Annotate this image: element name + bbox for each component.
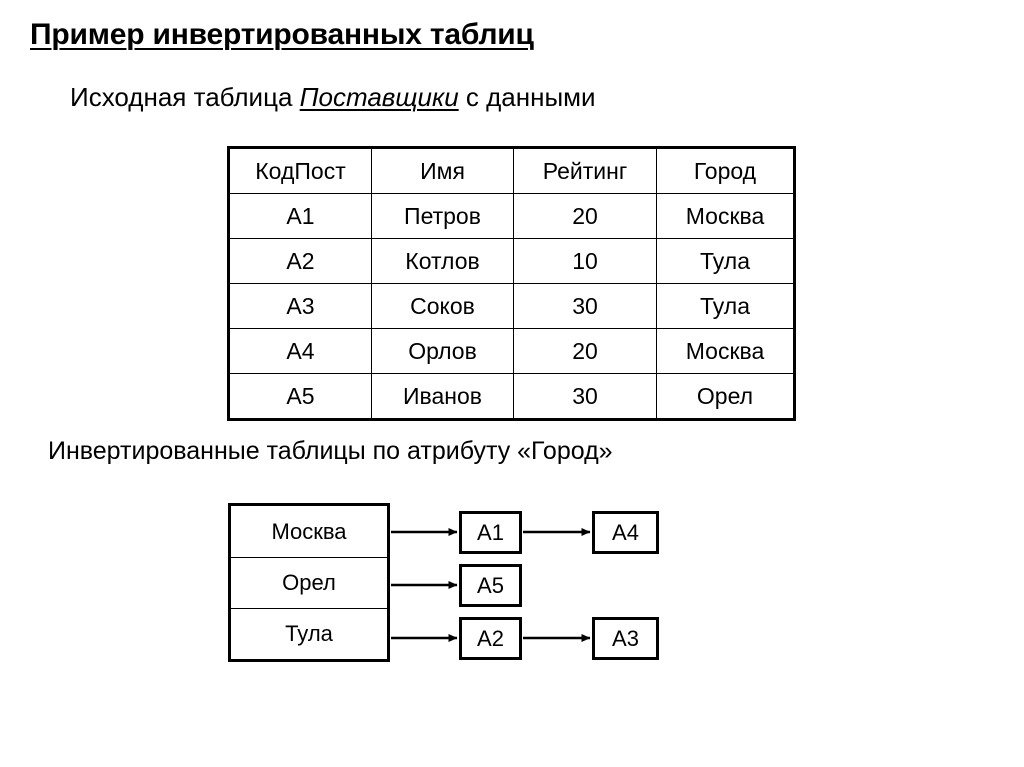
column-header-name: Имя — [371, 147, 514, 194]
table-row: A1 Петров 20 Москва — [228, 193, 795, 239]
table-row: A5 Иванов 30 Орел — [228, 373, 795, 420]
cell-name: Котлов — [371, 238, 514, 284]
inverted-diagram-caption: Инвертированные таблицы по атрибуту «Гор… — [48, 437, 613, 465]
city-index-list: Москва Орел Тула — [228, 503, 390, 662]
cell-city: Москва — [656, 193, 795, 239]
city-entry-orel: Орел — [231, 557, 387, 608]
cell-code: A4 — [228, 328, 372, 374]
cell-name: Соков — [371, 283, 514, 329]
cell-code: A1 — [228, 193, 372, 239]
table-row: A3 Соков 30 Тула — [228, 283, 795, 329]
cell-name: Орлов — [371, 328, 514, 374]
caption-suffix-text: с данными — [458, 82, 596, 112]
cell-rating: 10 — [513, 238, 657, 284]
cell-name: Иванов — [371, 373, 514, 420]
table-row: A2 Котлов 10 Тула — [228, 238, 795, 284]
code-box-a2: A2 — [459, 617, 522, 660]
column-header-city: Город — [656, 147, 795, 194]
cell-code: A2 — [228, 238, 372, 284]
cell-rating: 30 — [513, 283, 657, 329]
source-table-caption: Исходная таблица Поставщики с данными — [70, 82, 596, 113]
cell-city: Москва — [656, 328, 795, 374]
cell-city: Орел — [656, 373, 795, 420]
code-box-a1: A1 — [459, 511, 522, 554]
code-box-a4: A4 — [592, 511, 659, 554]
table-name-emphasis: Поставщики — [299, 82, 459, 112]
city-entry-moscow: Москва — [271, 518, 347, 544]
code-box-a5: A5 — [459, 564, 522, 607]
cell-code: A5 — [228, 373, 372, 420]
cell-rating: 20 — [513, 193, 657, 239]
column-header-rating: Рейтинг — [513, 147, 657, 194]
cell-code: A3 — [228, 283, 372, 329]
table-header-row: КодПост Имя Рейтинг Город — [228, 147, 795, 194]
caption-prefix-text: Исходная таблица — [70, 82, 300, 112]
column-header-code: КодПост — [228, 147, 372, 194]
city-entry-tula: Тула — [231, 608, 387, 659]
table-row: A4 Орлов 20 Москва — [228, 328, 795, 374]
cell-name: Петров — [371, 193, 514, 239]
cell-rating: 30 — [513, 373, 657, 420]
cell-city: Тула — [656, 283, 795, 329]
source-table: КодПост Имя Рейтинг Город A1 Петров 20 М… — [227, 146, 796, 421]
page-title: Пример инвертированных таблиц — [30, 18, 534, 51]
cell-rating: 20 — [513, 328, 657, 374]
code-box-a3: A3 — [592, 617, 659, 660]
cell-city: Тула — [656, 238, 795, 284]
